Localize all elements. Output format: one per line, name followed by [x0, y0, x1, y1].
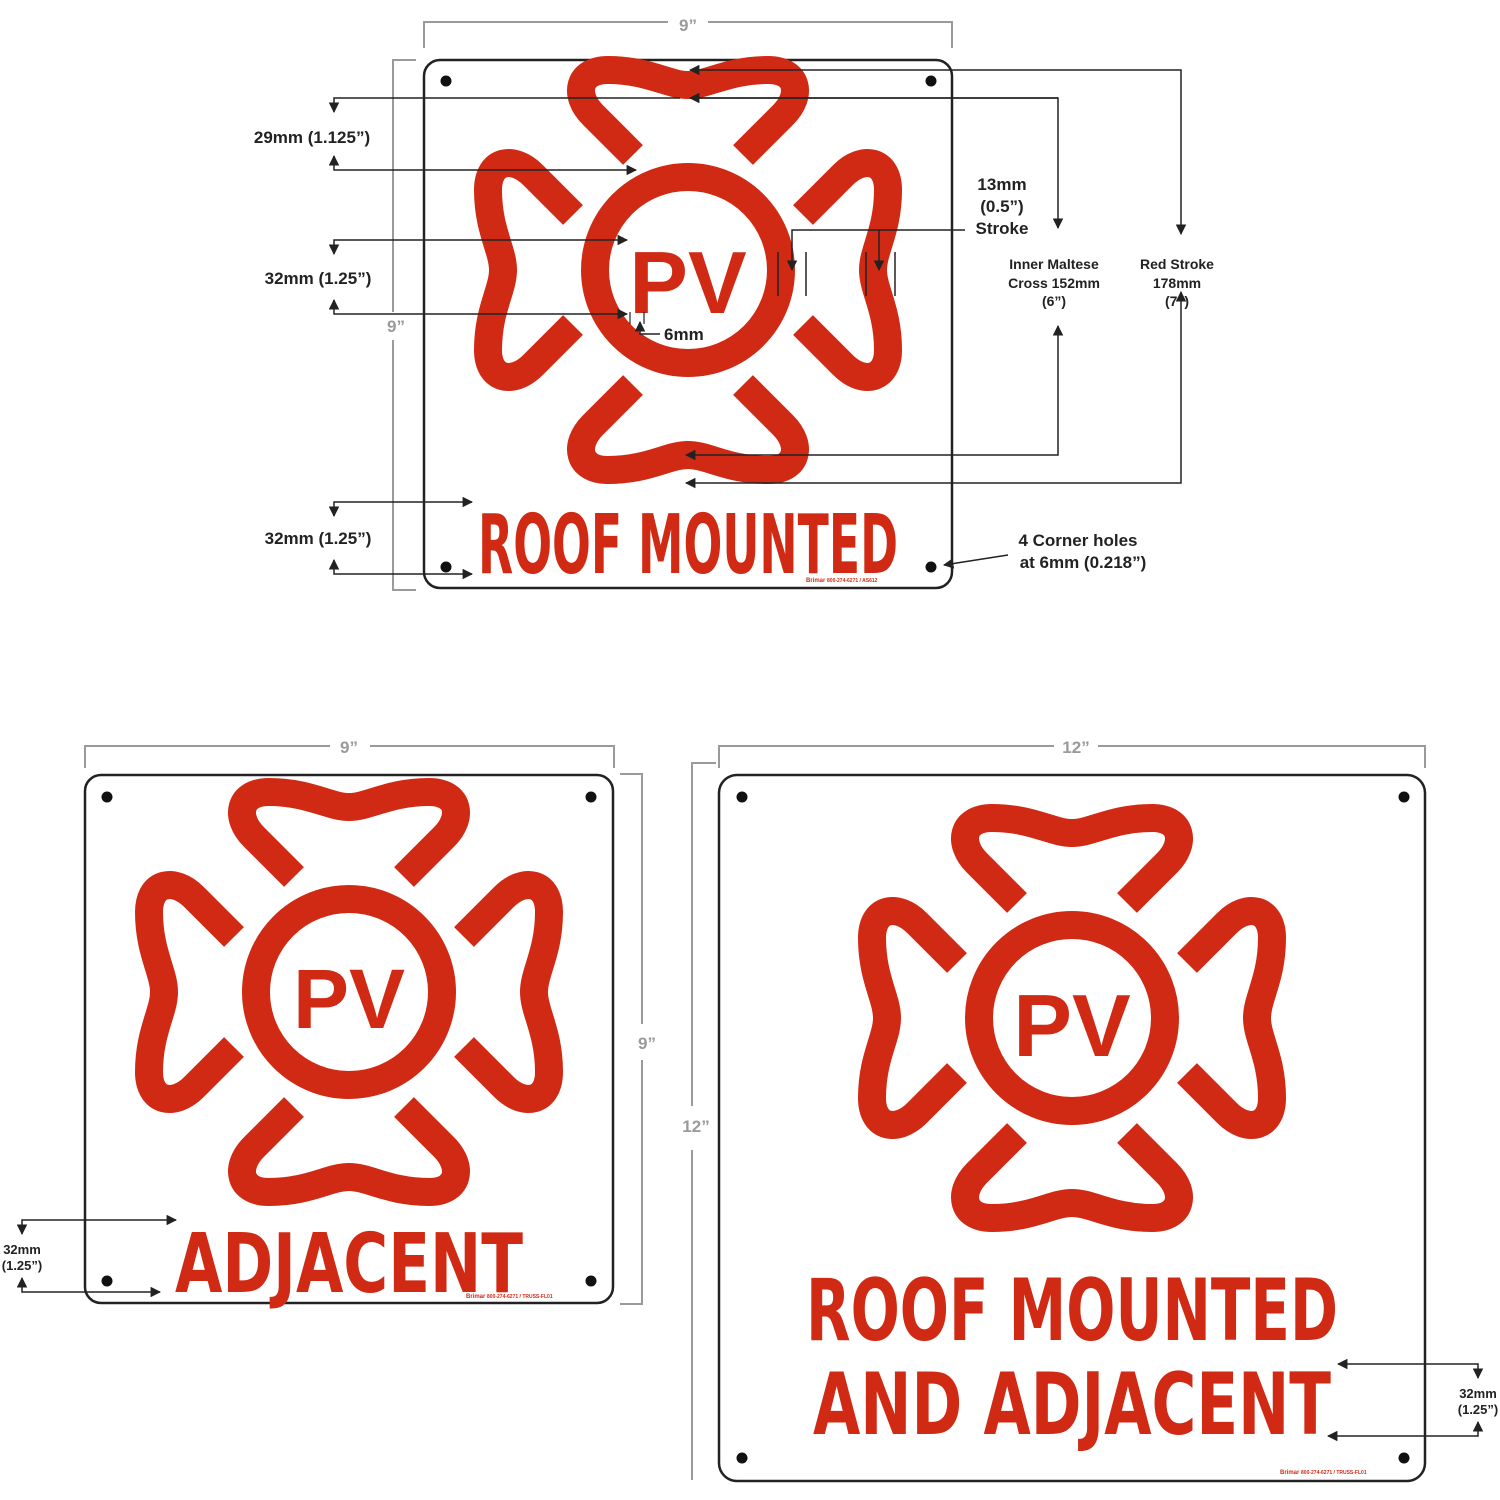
- corner-hole: [736, 791, 748, 803]
- height-dimension: 12”: [682, 762, 716, 1480]
- height-label: 9”: [387, 317, 405, 336]
- corner-hole: [1398, 791, 1410, 803]
- pv-height-dimension: 32mm (1.25”): [265, 234, 629, 320]
- sign-adjacent: 9” 9” PV ADJACENT Brimar 800-274-6271 / …: [2, 738, 656, 1312]
- legend-height-label: 32mm (1.25”): [265, 529, 372, 548]
- corner-hole: [440, 561, 452, 573]
- corner-hole: [101, 791, 113, 803]
- legend-height-dimension: 32mm (1.25”): [265, 496, 474, 580]
- red-stroke-dimension: Red Stroke 178mm (7”): [684, 64, 1214, 489]
- legend-height-label-1: 32mm: [3, 1242, 41, 1257]
- corner-holes-label-2: at 6mm (0.218”): [1020, 553, 1147, 572]
- sign-roof-mounted-and-adjacent: 12” 12” PV ROOF MOUNTED AND ADJACENT Bri…: [682, 738, 1498, 1483]
- legend-height-label-2: (1.25”): [2, 1258, 42, 1273]
- stroke-label-1: 13mm: [977, 175, 1026, 194]
- corner-holes-label-1: 4 Corner holes: [1018, 531, 1137, 550]
- legend-height-dimension: 32mm (1.25”): [2, 1214, 178, 1298]
- legend-line-1: ROOF MOUNTED: [806, 1261, 1338, 1361]
- part-reference: Brimar 800-274-6271 / TRUSS-FL01: [1280, 1470, 1367, 1476]
- inner-cross-label-2: Cross 152mm: [1008, 275, 1100, 291]
- corner-hole: [925, 75, 937, 87]
- width-label: 12”: [1062, 738, 1089, 757]
- pv-stroke-label: 6mm: [664, 325, 704, 344]
- corner-hole: [440, 75, 452, 87]
- pv-emblem-text: PV: [629, 233, 747, 332]
- stroke-label-3: Stroke: [976, 219, 1029, 238]
- corner-hole: [1398, 1452, 1410, 1464]
- legend-line-1: ROOF MOUNTED: [478, 498, 898, 593]
- legend-line-1: ADJACENT: [175, 1217, 523, 1312]
- corner-hole: [585, 1275, 597, 1287]
- legend-height-label-2: (1.25”): [1458, 1402, 1498, 1417]
- pv-emblem-text: PV: [1013, 976, 1131, 1075]
- inner-cross-label-1: Inner Maltese: [1009, 256, 1099, 272]
- legend-height-label-1: 32mm: [1459, 1386, 1497, 1401]
- height-dimension: 9”: [620, 773, 656, 1305]
- red-stroke-label-2: 178mm: [1153, 275, 1201, 291]
- height-dimension: 9”: [387, 59, 416, 591]
- legend-line-2: AND ADJACENT: [813, 1355, 1331, 1455]
- corner-hole: [101, 1275, 113, 1287]
- corner-holes-callout: 4 Corner holes at 6mm (0.218”): [942, 531, 1147, 572]
- width-dimension: 12”: [718, 738, 1426, 768]
- corner-hole: [925, 561, 937, 573]
- stroke-label-2: (0.5”): [980, 197, 1023, 216]
- corner-hole: [585, 791, 597, 803]
- red-stroke-label-1: Red Stroke: [1140, 256, 1214, 272]
- top-margin-label: 29mm (1.125”): [254, 128, 370, 147]
- corner-hole: [736, 1452, 748, 1464]
- red-stroke-label-3: (7”): [1165, 293, 1189, 309]
- width-dimension: 9”: [84, 738, 615, 768]
- part-reference: Brimar 800-274-6271 / TRUSS-FL01: [466, 1294, 553, 1300]
- sign-plate: [717, 773, 1427, 1483]
- height-label: 9”: [638, 1034, 656, 1053]
- height-label: 12”: [682, 1117, 709, 1136]
- width-label: 9”: [679, 16, 697, 35]
- pv-height-label: 32mm (1.25”): [265, 269, 372, 288]
- sign-roof-mounted: 9” 9” PV ROOF MOUNTED Brimar 800-274-627…: [254, 16, 1214, 593]
- part-reference: Brimar 800-274-6271 / AS612: [806, 578, 878, 584]
- legend-height-dimension: 32mm (1.25”): [1326, 1358, 1498, 1442]
- pv-emblem-text: PV: [293, 952, 405, 1046]
- width-label: 9”: [340, 738, 358, 757]
- inner-cross-label-3: (6”): [1042, 293, 1066, 309]
- width-dimension: 9”: [423, 16, 953, 48]
